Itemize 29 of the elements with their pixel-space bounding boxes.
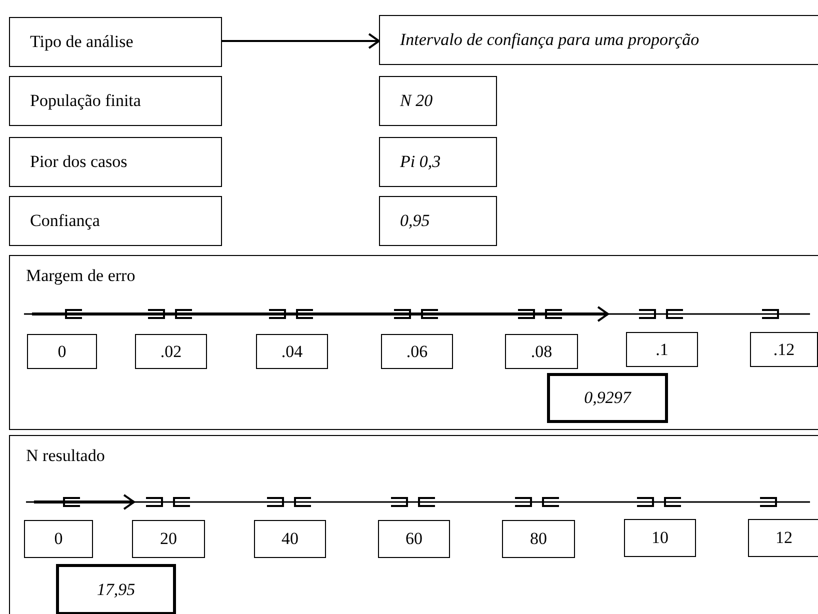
panel bbox=[9, 435, 818, 614]
panel-title: N resultado bbox=[26, 446, 105, 466]
label-box: Confiança bbox=[9, 196, 222, 246]
tick-value-box: 0 bbox=[27, 334, 97, 369]
result-box: 0,9297 bbox=[547, 373, 668, 423]
tick-value-box: 80 bbox=[502, 520, 575, 558]
value-box: Pi 0,3 bbox=[379, 137, 497, 187]
tick-value-box: .1 bbox=[626, 332, 698, 367]
result-box: 17,95 bbox=[56, 564, 176, 614]
label-box: Tipo de análise bbox=[9, 17, 222, 67]
tick-value-box: .04 bbox=[256, 334, 328, 369]
tick-value-box: .02 bbox=[135, 334, 207, 369]
tick-value-box: 40 bbox=[254, 520, 326, 558]
tick-value-box: 20 bbox=[132, 520, 205, 558]
label-box: Pior dos casos bbox=[9, 137, 222, 187]
tick-value-box: 60 bbox=[378, 520, 450, 558]
tick-value-box: 12 bbox=[748, 519, 818, 557]
tick-value-box: .12 bbox=[750, 332, 818, 367]
value-box: 0,95 bbox=[379, 196, 497, 246]
tick-value-box: .06 bbox=[381, 334, 453, 369]
label-box: População finita bbox=[9, 76, 222, 126]
tick-value-box: 0 bbox=[24, 520, 93, 558]
arrow bbox=[222, 33, 380, 49]
panel bbox=[9, 255, 818, 430]
value-box: N 20 bbox=[379, 76, 497, 126]
value-box: Intervalo de confiança para uma proporção bbox=[379, 15, 818, 65]
tick-value-box: 10 bbox=[624, 519, 696, 557]
tick-value-box: .08 bbox=[505, 334, 578, 369]
panel-title: Margem de erro bbox=[26, 266, 136, 286]
